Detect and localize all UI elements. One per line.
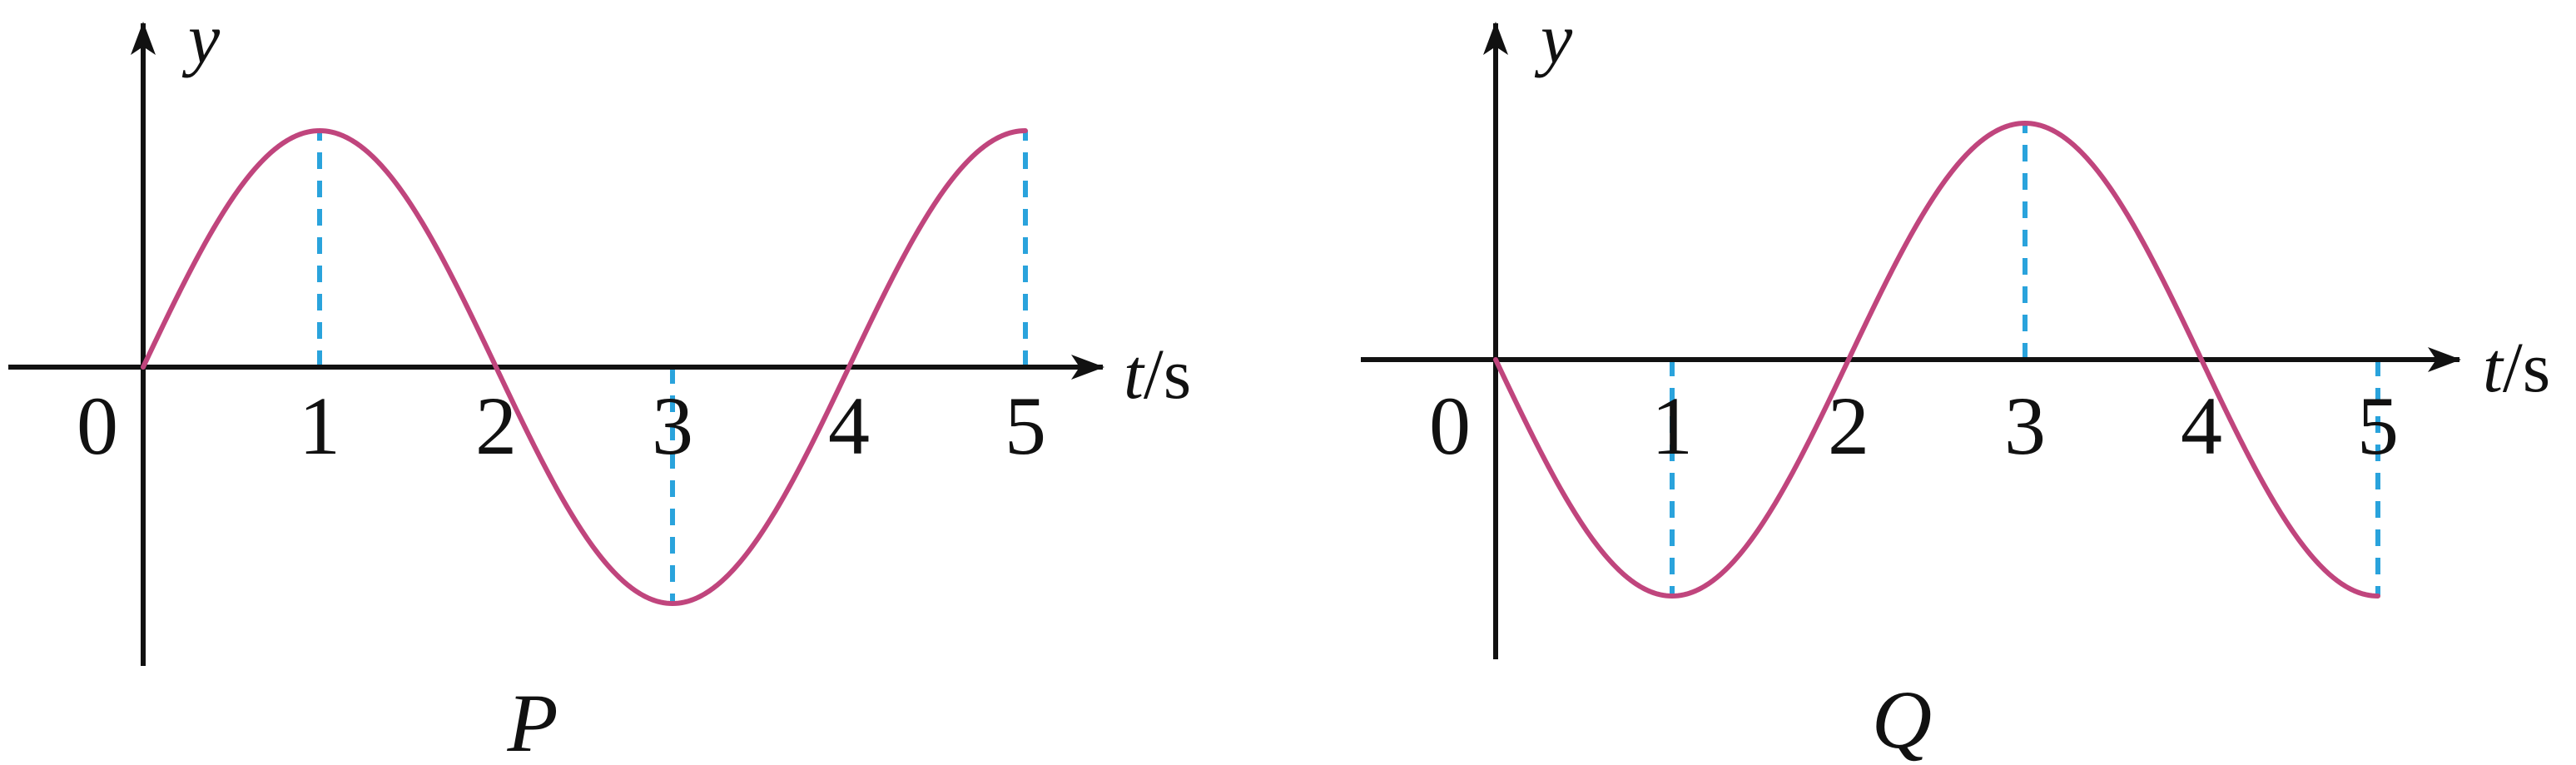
chart-p-series-line <box>141 128 1028 606</box>
chart-p-tick-label: 5 <box>1005 380 1046 472</box>
chart-p-origin-label: 0 <box>77 380 118 472</box>
chart-p-tick-label: 4 <box>828 380 870 472</box>
chart-q-panel-label: Q <box>1872 673 1932 765</box>
chart-p-tick-label: 1 <box>299 380 340 472</box>
chart-q-tick-label: 1 <box>1651 380 1693 472</box>
chart-q-tick-label: 4 <box>2181 380 2222 472</box>
chart-q-tick-label: 5 <box>2357 380 2399 472</box>
chart-q-x-axis-label: t/s <box>2483 327 2550 407</box>
chart-p-panel: 0 1 2 3 4 5 t/s yP <box>8 0 1191 765</box>
chart-p-y-axis-label: y <box>181 0 221 78</box>
chart-q-origin-label: 0 <box>1429 380 1471 472</box>
chart-p-tick-label: 2 <box>475 380 517 472</box>
chart-p-tick-label: 3 <box>652 380 693 472</box>
chart-q-y-axis-label: y <box>1534 0 1573 78</box>
chart-q-panel: 0 1 2 3 4 5 t/s yQ <box>1361 0 2550 765</box>
chart-p-panel-label: P <box>506 677 558 765</box>
chart-p-x-axis-label: t/s <box>1124 334 1191 414</box>
chart-q-tick-label: 3 <box>2004 380 2046 472</box>
chart-q-tick-label: 2 <box>1828 380 1869 472</box>
chart-q-series-line <box>1493 121 2380 599</box>
